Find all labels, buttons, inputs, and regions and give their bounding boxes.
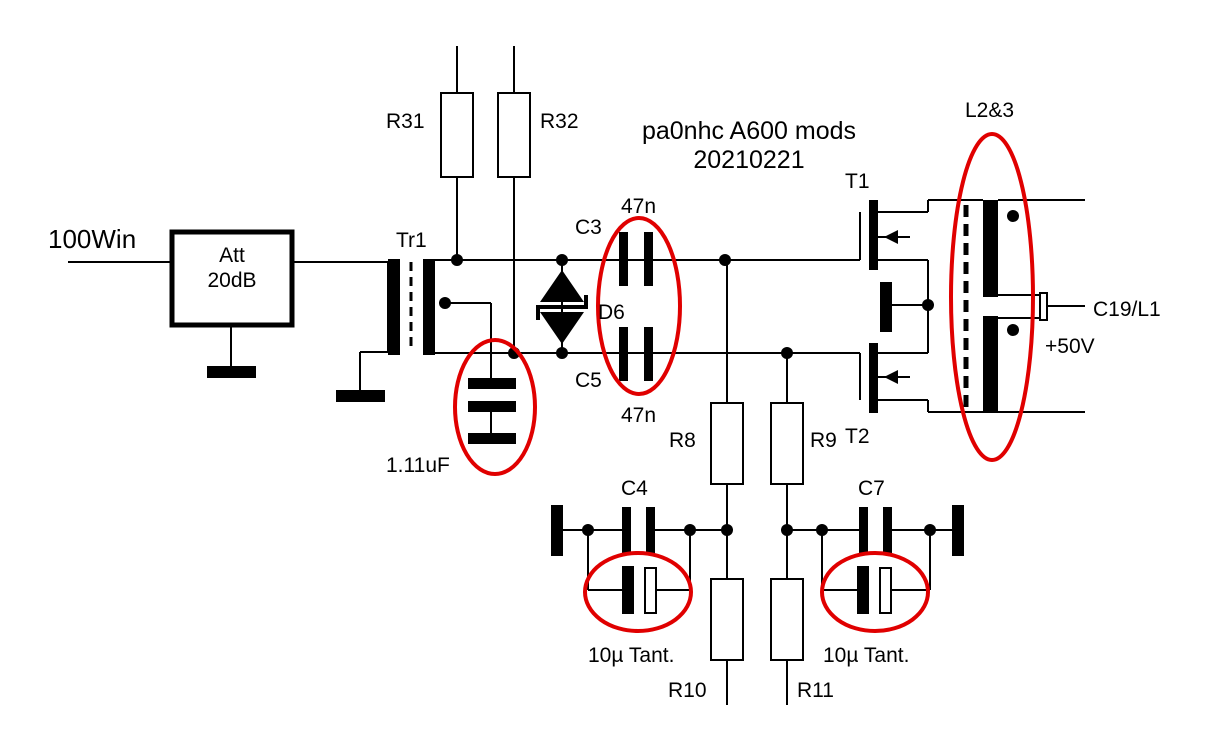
capacitor-bank <box>468 378 516 444</box>
marker-tantalum-left <box>583 551 693 633</box>
r8-label: R8 <box>669 429 696 452</box>
attenuator-value: 20dB <box>207 269 256 292</box>
ground-symbol-tr1 <box>336 390 385 402</box>
title-line-1: pa0nhc A600 mods <box>642 117 856 145</box>
cap-bank-label: 1.11uF <box>386 454 450 477</box>
resistor-r10 <box>710 578 744 661</box>
r32-label: R32 <box>540 110 579 133</box>
input-label: 100Win <box>48 224 136 254</box>
attenuator-label: Att <box>219 244 245 267</box>
c4-label: C4 <box>621 477 648 500</box>
modification-markers <box>453 132 1035 633</box>
r11-label: R11 <box>797 679 834 702</box>
diode-d6 <box>536 254 588 359</box>
resistor-r32 <box>497 92 531 178</box>
c3-value: 47n <box>621 195 656 218</box>
bias-resistors <box>440 46 531 359</box>
tr1-label: Tr1 <box>396 229 427 252</box>
decoupling-right <box>781 505 964 614</box>
resistor-r31 <box>440 92 474 178</box>
c3-label: C3 <box>575 216 602 239</box>
c5-value: 47n <box>621 404 656 427</box>
r31-label: R31 <box>386 110 425 133</box>
d6-label: D6 <box>598 301 625 324</box>
marker-capacitor-bank <box>453 338 537 476</box>
title-line-2: 20210221 <box>693 146 804 174</box>
resistor-r8 <box>710 402 744 485</box>
resistor-r11 <box>770 578 804 661</box>
coupling-capacitors <box>619 232 653 381</box>
t2-label: T2 <box>845 425 870 448</box>
gate-networks <box>710 254 860 705</box>
ground-symbol-att <box>207 366 256 378</box>
c5-label: C5 <box>575 369 602 392</box>
transformer-tr1 <box>336 259 787 402</box>
r9-label: R9 <box>810 429 837 452</box>
marker-output-transformer <box>949 132 1035 462</box>
tant-left-label: 10µ Tant. <box>588 644 674 667</box>
r10-label: R10 <box>668 679 707 702</box>
marker-tantalum-right <box>820 551 930 633</box>
tant-right-label: 10µ Tant. <box>823 644 909 667</box>
decoupling-left <box>551 505 733 614</box>
resistor-r9 <box>770 402 804 485</box>
input-section <box>68 229 388 378</box>
l2-3-label: L2&3 <box>965 99 1014 122</box>
c19-l1-label: C19/L1 <box>1093 298 1161 321</box>
labels: 100Win Att 20dB Tr1 R31 R32 1.11uF pa0nh… <box>48 99 1161 702</box>
mosfet-t1 <box>859 200 929 305</box>
supply-label: +50V <box>1045 335 1095 358</box>
output-transformer <box>928 199 1085 413</box>
source-ground <box>880 282 934 332</box>
marker-coupling-caps <box>596 216 682 396</box>
c7-label: C7 <box>858 477 885 500</box>
mosfet-t2 <box>859 305 929 413</box>
t1-label: T1 <box>845 170 870 193</box>
